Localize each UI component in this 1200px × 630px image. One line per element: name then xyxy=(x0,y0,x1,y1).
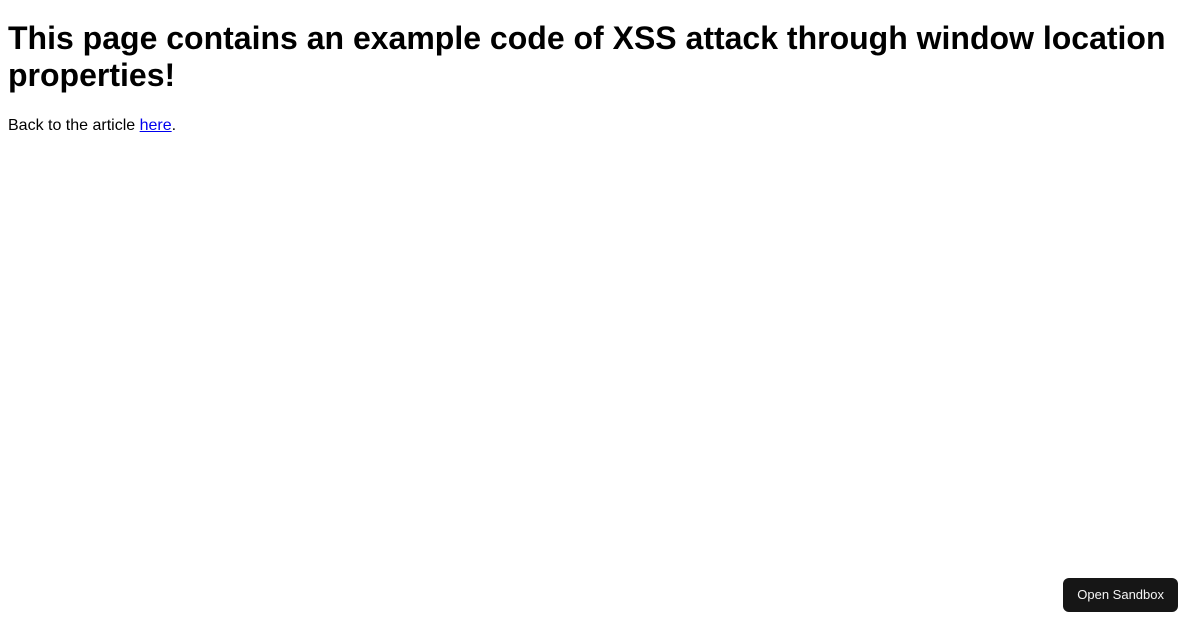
article-link[interactable]: here xyxy=(139,117,172,134)
open-sandbox-button[interactable]: Open Sandbox xyxy=(1063,578,1178,612)
page: { "page": { "heading": "This page contai… xyxy=(0,20,1200,630)
back-text-period: . xyxy=(171,117,177,134)
page-title: This page contains an example code of XS… xyxy=(8,20,1166,93)
back-text: Back to the article xyxy=(8,117,140,134)
content: This page contains an example code of XS… xyxy=(8,20,1192,135)
back-to-article-line: Back to the article here. xyxy=(8,116,1192,135)
